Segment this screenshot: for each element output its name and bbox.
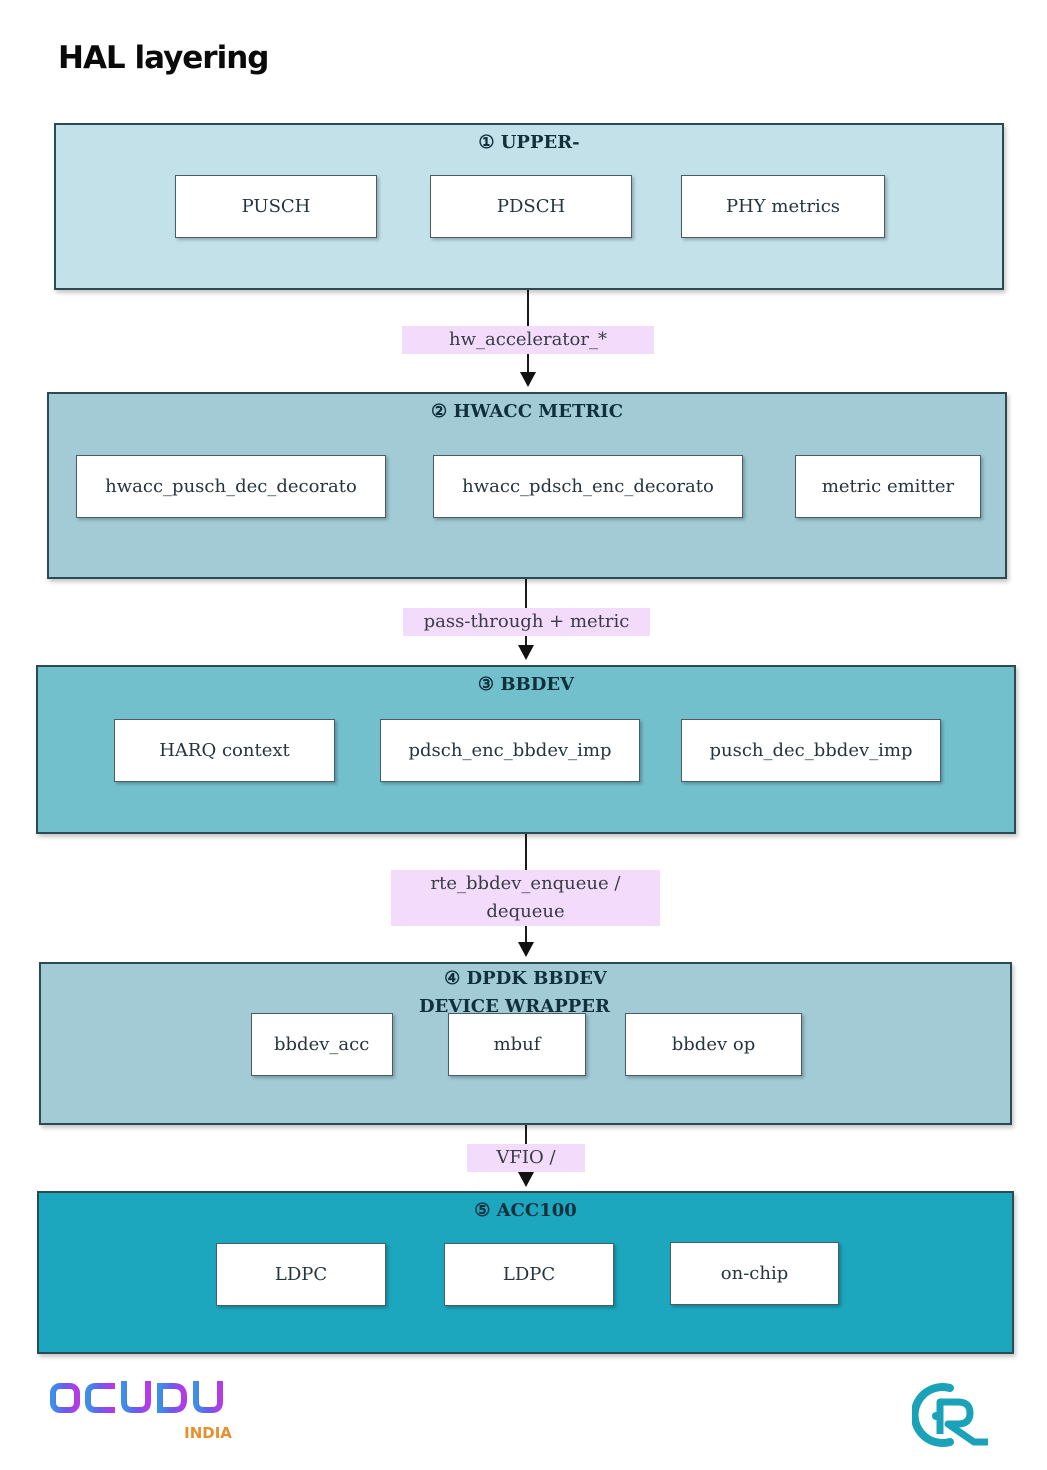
connector-label: hw_accelerator_* — [402, 326, 654, 354]
arrow-down-icon — [518, 1172, 534, 1187]
connector-label: VFIO / — [467, 1144, 585, 1172]
component-box-pusch-dec-bbdev: pusch_dec_bbdev_imp — [681, 719, 941, 782]
component-box-hwacc-pdsch-enc: hwacc_pdsch_enc_decorato — [433, 455, 743, 518]
component-box-bbdev-acc: bbdev_acc — [251, 1013, 393, 1076]
r-logo-icon — [912, 1383, 988, 1447]
layer-title-line: ④ DPDK BBDEV — [444, 968, 607, 989]
connector-label: pass-through + metric — [403, 608, 650, 636]
component-box-pusch: PUSCH — [175, 175, 377, 238]
component-box-mbuf: mbuf — [448, 1013, 586, 1076]
layer-title: ② HWACC METRIC — [430, 401, 624, 422]
layer-title: ③ BBDEV — [477, 674, 575, 695]
layer-dpdk-bbdev: ④ DPDK BBDEV DEVICE WRAPPER bbdev_acc mb… — [39, 962, 1012, 1125]
component-box-harq-context: HARQ context — [114, 719, 335, 782]
component-box-bbdev-op: bbdev op — [625, 1013, 802, 1076]
arrow-down-icon — [520, 372, 536, 387]
component-box-hwacc-pusch-dec: hwacc_pusch_dec_decorato — [76, 455, 386, 518]
layer-upper: ① UPPER- PUSCH PDSCH PHY metrics — [54, 123, 1004, 290]
layer-title: ① UPPER- — [478, 132, 580, 153]
component-box-ldpc-2: LDPC — [444, 1243, 614, 1306]
ocudu-india-logo: INDIA — [50, 1381, 232, 1442]
arrow-down-icon — [518, 645, 534, 660]
connector-label-line: rte_bbdev_enqueue / — [430, 873, 621, 894]
page-title: HAL layering — [58, 40, 269, 76]
arrow-down-icon — [518, 942, 534, 957]
component-box-phy-metrics: PHY metrics — [681, 175, 885, 238]
layer-title: ④ DPDK BBDEV DEVICE WRAPPER — [41, 965, 1010, 1021]
component-box-pdsch: PDSCH — [430, 175, 632, 238]
layer-acc100: ⑤ ACC100 LDPC LDPC on-chip — [37, 1191, 1014, 1354]
layer-bbdev: ③ BBDEV HARQ context pdsch_enc_bbdev_imp… — [36, 665, 1016, 834]
connector-label: rte_bbdev_enqueue / dequeue — [391, 870, 660, 926]
logo-text: INDIA — [184, 1424, 232, 1442]
layer-hwacc-metric: ② HWACC METRIC hwacc_pusch_dec_decorato … — [47, 392, 1007, 579]
component-box-ldpc-1: LDPC — [216, 1243, 386, 1306]
component-box-metric-emitter: metric emitter — [795, 455, 981, 518]
layer-title: ⑤ ACC100 — [474, 1200, 577, 1221]
layer-title-line: DEVICE WRAPPER — [419, 996, 610, 1017]
connector-label-line: dequeue — [486, 901, 565, 922]
component-box-on-chip: on-chip — [670, 1242, 839, 1305]
component-box-pdsch-enc-bbdev: pdsch_enc_bbdev_imp — [380, 719, 640, 782]
